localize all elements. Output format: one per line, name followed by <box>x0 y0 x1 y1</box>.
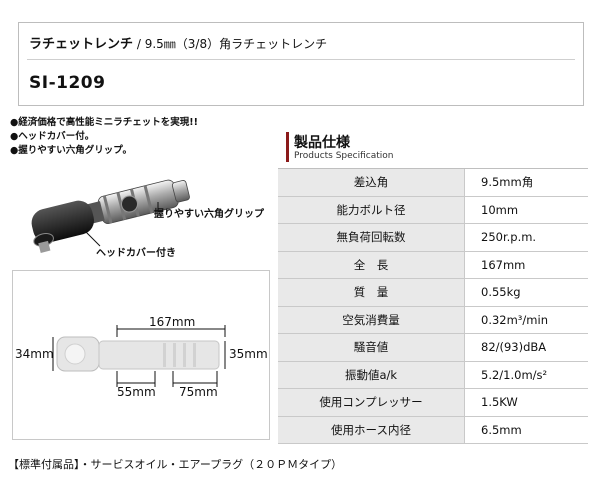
title-panel: ラチェットレンチ / 9.5㎜（3/8）角ラチェットレンチ SI-1209 <box>18 22 584 106</box>
spec-label: 騒音値 <box>278 333 465 362</box>
spec-value: 0.55kg <box>464 278 588 307</box>
spec-label: 使用コンプレッサー <box>278 388 465 417</box>
spec-value: 167mm <box>464 251 588 279</box>
spec-label: 使用ホース内径 <box>278 416 465 444</box>
head-height-dimension: 34mm <box>15 347 54 361</box>
spec-label: 差込角 <box>278 169 465 197</box>
spec-accent-bar <box>286 132 289 162</box>
spec-value: 82/(93)dBA <box>464 333 588 362</box>
spec-label: 能力ボルト径 <box>278 196 465 224</box>
spec-value: 10mm <box>464 196 588 224</box>
model-number: SI-1209 <box>29 73 106 93</box>
ratchet-wrench-illustration <box>31 179 190 253</box>
head-callout-line <box>85 231 101 247</box>
rear-height-dimension: 35mm <box>229 347 268 361</box>
feature-item: ●ヘッドカバー付。 <box>10 131 95 142</box>
feature-item: ●経済価格で高性能ミニラチェットを実現!! <box>10 117 198 128</box>
grip-callout: 握りやすい六角グリップ <box>154 209 264 220</box>
spec-value: 1.5KW <box>464 388 588 417</box>
spec-label: 全 長 <box>278 251 465 279</box>
spec-label: 空気消費量 <box>278 306 465 334</box>
title-divider <box>27 59 575 60</box>
head-length-dimension: 55mm <box>117 385 156 399</box>
spec-value: 250r.p.m. <box>464 223 588 252</box>
dimension-drawing: 167mm 34mm 35mm 55mm 75mm <box>12 270 270 440</box>
spec-label: 無負荷回転数 <box>278 223 465 252</box>
dimension-diagram <box>52 325 226 387</box>
spec-value: 0.32m³/min <box>464 306 588 334</box>
accessories-note: 【標準付属品】・サービスオイル・エアープラグ（２０ＰＭタイプ） <box>8 458 343 471</box>
grip-length-dimension: 75mm <box>179 385 218 399</box>
length-dimension: 167mm <box>149 315 196 329</box>
spec-value: 9.5mm角 <box>464 169 588 197</box>
product-name: ラチェットレンチ <box>29 37 134 52</box>
spec-value: 6.5mm <box>464 416 588 444</box>
title-row: ラチェットレンチ / 9.5㎜（3/8）角ラチェットレンチ <box>29 33 327 52</box>
feature-list: ●経済価格で高性能ミニラチェットを実現!! ●ヘッドカバー付。 ●握りやすい六角… <box>10 116 198 158</box>
spec-title-en: Products Specification <box>294 151 394 161</box>
feature-item: ●握りやすい六角グリップ。 <box>10 145 133 156</box>
spec-value: 5.2/1.0m/s² <box>464 361 588 389</box>
spec-label: 質 量 <box>278 278 465 307</box>
product-image: 握りやすい六角グリップ ヘッドカバー付き <box>8 150 270 262</box>
product-subtitle: / 9.5㎜（3/8）角ラチェットレンチ <box>133 37 328 51</box>
spec-label: 振動値a/k <box>278 361 465 389</box>
spec-title: 製品仕様 <box>294 135 350 151</box>
head-cover-callout: ヘッドカバー付き <box>96 248 176 259</box>
spec-header: 製品仕様 Products Specification <box>278 124 588 169</box>
